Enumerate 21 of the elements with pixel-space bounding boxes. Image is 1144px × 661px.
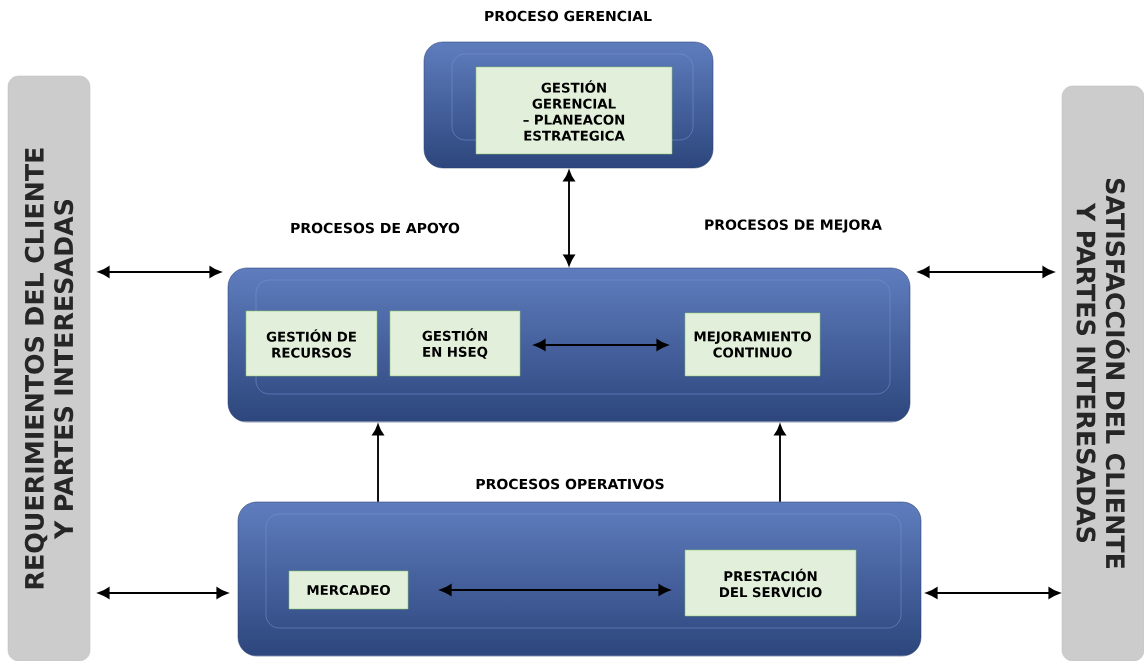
side-panel: REQUERIMIENTOS DEL CLIENTE Y PARTES INTERESADAS	[7, 75, 91, 661]
heading: PROCESOS DE MEJORA	[705, 219, 882, 233]
arrow	[98, 587, 228, 599]
arrow	[926, 587, 1060, 599]
arrow	[563, 170, 575, 266]
side-panel: SATISFACCIÓN DEL CLIENTE Y PARTES INTERESADAS	[1061, 85, 1144, 661]
arrow	[774, 424, 786, 503]
heading: PROCESOS DE APOYO	[291, 222, 460, 234]
process-box: MERCADEO	[288, 570, 409, 610]
arrow	[372, 424, 384, 503]
arrow	[918, 266, 1054, 278]
process-box: PRESTACIÓN DEL SERVICIO	[684, 549, 857, 617]
process-box: GESTIÓN DE RECURSOS	[245, 310, 378, 377]
process-box: GESTIÓN GERENCIAL – PLANEACON ESTRATEGICA	[475, 66, 673, 155]
heading: PROCESOS OPERATIVOS	[476, 478, 664, 490]
process-box: GESTIÓN EN HSEQ	[389, 310, 521, 377]
arrow	[440, 584, 670, 596]
process-box: MEJORAMIENTO CONTINUO	[684, 312, 821, 377]
arrow	[534, 339, 668, 351]
arrow	[98, 266, 221, 278]
heading: PROCESO GERENCIAL	[485, 10, 652, 22]
